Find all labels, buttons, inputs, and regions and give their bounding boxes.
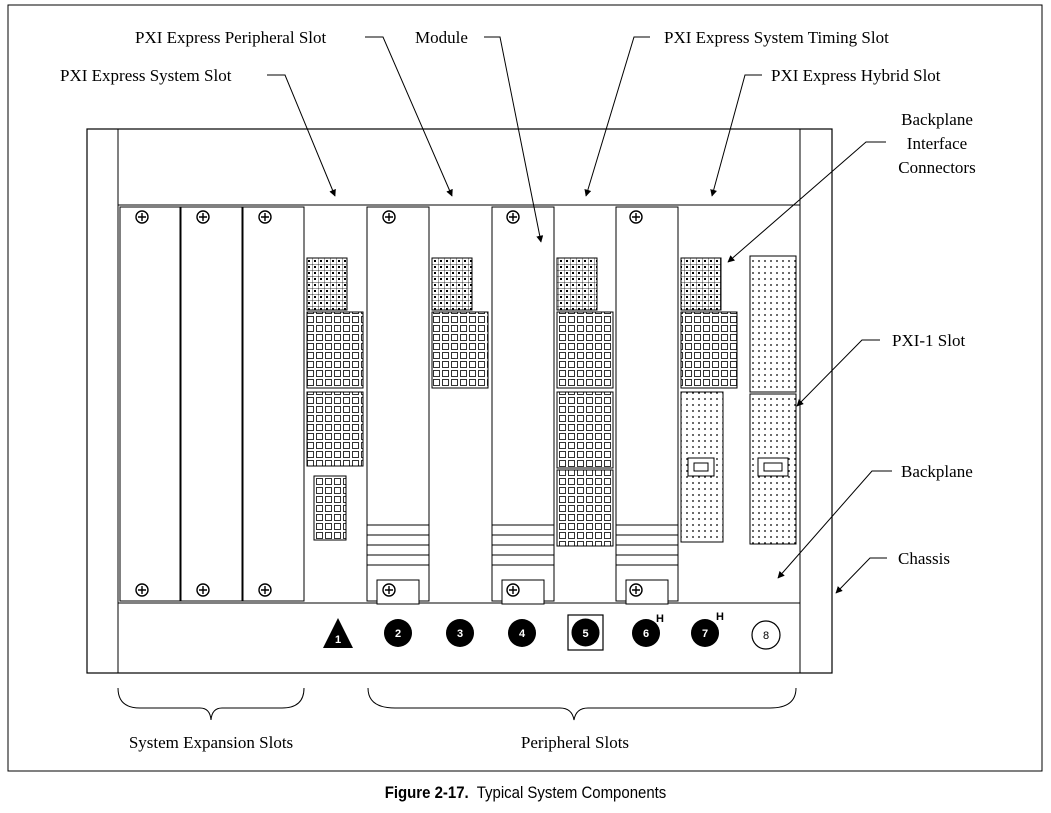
label-backplane-interface-connectors-line3: Connectors (898, 158, 975, 177)
slot-3-number: 3 (457, 628, 463, 640)
slot-7-number: 7 (702, 628, 708, 640)
label-pxi-express-system-slot: PXI Express System Slot (60, 66, 232, 85)
label-pxi-express-peripheral-slot: PXI Express Peripheral Slot (135, 28, 327, 47)
screw-cross (261, 586, 269, 594)
slot-2-number: 2 (395, 628, 401, 640)
label-peripheral-slots: Peripheral Slots (521, 733, 629, 752)
figure-caption: Figure 2-17. Typical System Components (63, 783, 988, 803)
screw-cross (199, 586, 207, 594)
label-system-expansion-slots: System Expansion Slots (129, 733, 293, 752)
expansion-slot-panels (119, 206, 305, 602)
slot-2-marker (384, 619, 412, 647)
label-module: Module (415, 28, 468, 47)
peripheral-slots-brace (367, 687, 797, 721)
screw-cross (509, 213, 517, 221)
screw-cross (385, 586, 393, 594)
slot-markers: 1 2 3 4 5 6 H 7 H 8 (323, 611, 781, 651)
slot-4-marker (508, 619, 536, 647)
label-backplane-interface-connectors-line2: Interface (907, 134, 967, 153)
backplane-connectors (306, 255, 797, 547)
label-pxi1-slot: PXI-1 Slot (892, 331, 965, 350)
screw-cross (261, 213, 269, 221)
screw-cross (385, 213, 393, 221)
slot-8-marker (751, 620, 781, 650)
label-pxi-express-hybrid-slot: PXI Express Hybrid Slot (771, 66, 941, 85)
label-pxi-express-system-timing-slot: PXI Express System Timing Slot (664, 28, 889, 47)
screw-cross (632, 213, 640, 221)
slot-3-marker (446, 619, 474, 647)
slot-7-hybrid-mark: H (716, 611, 724, 623)
slot-4-number: 4 (519, 628, 526, 640)
leader-lines (267, 36, 892, 594)
outer-frame (7, 4, 1043, 772)
module-panels (366, 206, 679, 605)
label-backplane-interface-connectors-line1: Backplane (901, 110, 973, 129)
figure-number: Figure 2-17. (384, 783, 469, 802)
screw-cross (632, 586, 640, 594)
slot-5-number: 5 (582, 628, 588, 640)
screw-cross (509, 586, 517, 594)
chassis-diagram: 1 2 3 4 5 6 H 7 H 8 PXI Express Peripher… (7, 4, 1043, 772)
slot-6-hybrid-mark: H (656, 613, 664, 625)
label-chassis: Chassis (898, 549, 950, 568)
slot-1-number: 1 (335, 634, 341, 646)
slot-7-marker (691, 619, 719, 647)
slot-6-marker (632, 619, 660, 647)
slot-5-marker (571, 618, 600, 647)
screw-cross (138, 586, 146, 594)
slot-1-triangle (323, 618, 353, 648)
slot-8-number: 8 (763, 630, 769, 642)
screw-cross (199, 213, 207, 221)
screws (135, 210, 643, 597)
screw-cross (138, 213, 146, 221)
label-backplane: Backplane (901, 462, 973, 481)
slot-6-number: 6 (643, 628, 649, 640)
system-expansion-brace (117, 687, 305, 721)
figure-title: Typical System Components (476, 783, 667, 802)
